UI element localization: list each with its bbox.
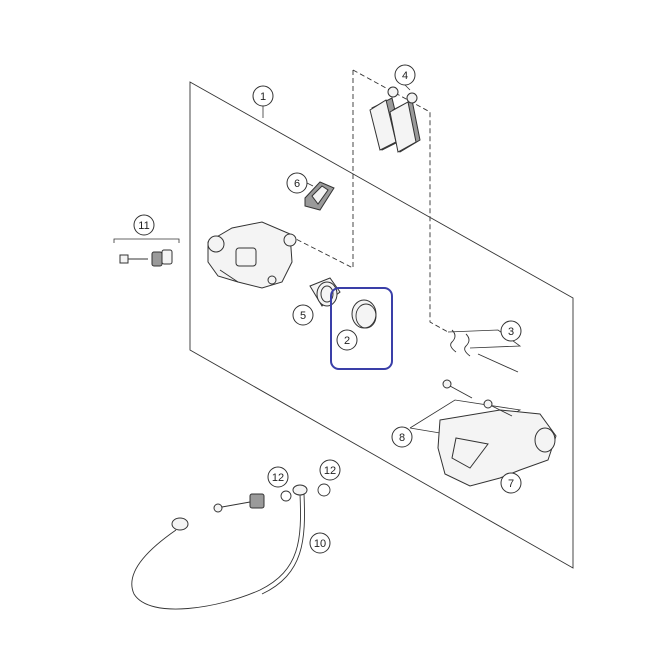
callout-4-label: 4 xyxy=(402,70,408,82)
caliper-support-part xyxy=(437,409,557,487)
callout-5: 5 xyxy=(292,304,314,326)
callout-2: 2 xyxy=(336,329,358,351)
caliper-body-part xyxy=(207,221,297,289)
callout-10: 10 xyxy=(309,532,331,554)
callout-3: 3 xyxy=(500,320,522,342)
callout-12b-label: 12 xyxy=(324,465,336,477)
pad-pin-part xyxy=(450,329,519,373)
leader-11 xyxy=(113,238,180,243)
callout-11: 11 xyxy=(133,214,155,236)
callout-12a-label: 12 xyxy=(272,472,284,484)
leader-6 xyxy=(306,182,314,187)
callout-2-label: 2 xyxy=(344,335,350,347)
callout-12a: 12 xyxy=(267,466,289,488)
callout-11-label: 11 xyxy=(138,220,149,232)
callout-6-label: 6 xyxy=(294,178,300,190)
callout-3-label: 3 xyxy=(508,326,514,338)
bleeder-valve-part xyxy=(119,249,173,267)
callout-8: 8 xyxy=(391,426,413,448)
seal-highlight-box xyxy=(330,287,393,370)
callout-4: 4 xyxy=(394,64,416,86)
brake-hose-part xyxy=(131,484,308,610)
banjo-bolt-part xyxy=(213,483,331,513)
bolts-part xyxy=(442,379,513,417)
brake-pads-part xyxy=(369,86,421,153)
callout-1-label: 1 xyxy=(260,91,266,103)
callout-10-label: 10 xyxy=(314,538,326,550)
callout-5-label: 5 xyxy=(300,310,306,322)
callout-6: 6 xyxy=(286,172,308,194)
piston-part xyxy=(309,277,341,307)
callout-1: 1 xyxy=(252,85,274,107)
assembly-plane-1 xyxy=(189,81,574,569)
callout-12b: 12 xyxy=(319,459,341,481)
pad-retainer-clip-part xyxy=(304,181,335,211)
callout-7: 7 xyxy=(500,472,522,494)
callout-7-label: 7 xyxy=(508,478,514,490)
seal-rings-part xyxy=(351,299,377,329)
pad-bracket-dashed-line-2 xyxy=(289,70,354,269)
callout-8-label: 8 xyxy=(399,432,405,444)
